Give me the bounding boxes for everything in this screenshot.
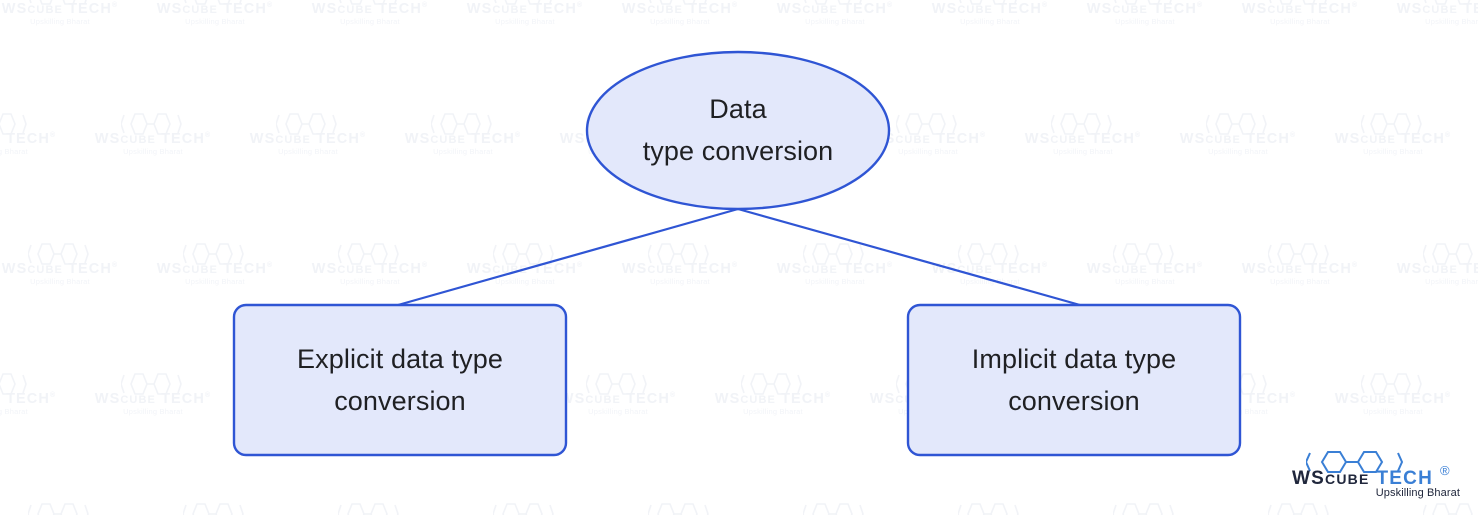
connector-root-to-right — [736, 207, 1082, 307]
registered-trademark-icon: ® — [1440, 463, 1450, 478]
connector-root-to-left — [396, 207, 740, 307]
brand-name: WSCUBE TECH — [1292, 468, 1460, 490]
right-node-box[interactable] — [906, 303, 1242, 457]
hexagon-logo-icon — [1306, 451, 1404, 473]
brand-name-part3: TECH — [1376, 468, 1434, 489]
brand-tagline: Upskilling Bharat — [1375, 487, 1460, 499]
brand-logo: WSCUBE TECH ® Upskilling Bharat — [1292, 451, 1460, 503]
brand-name-part2: CUBE — [1325, 471, 1370, 487]
root-node-ellipse[interactable] — [585, 50, 891, 211]
left-node-box[interactable] — [232, 303, 568, 457]
brand-name-part1: WS — [1292, 468, 1326, 489]
